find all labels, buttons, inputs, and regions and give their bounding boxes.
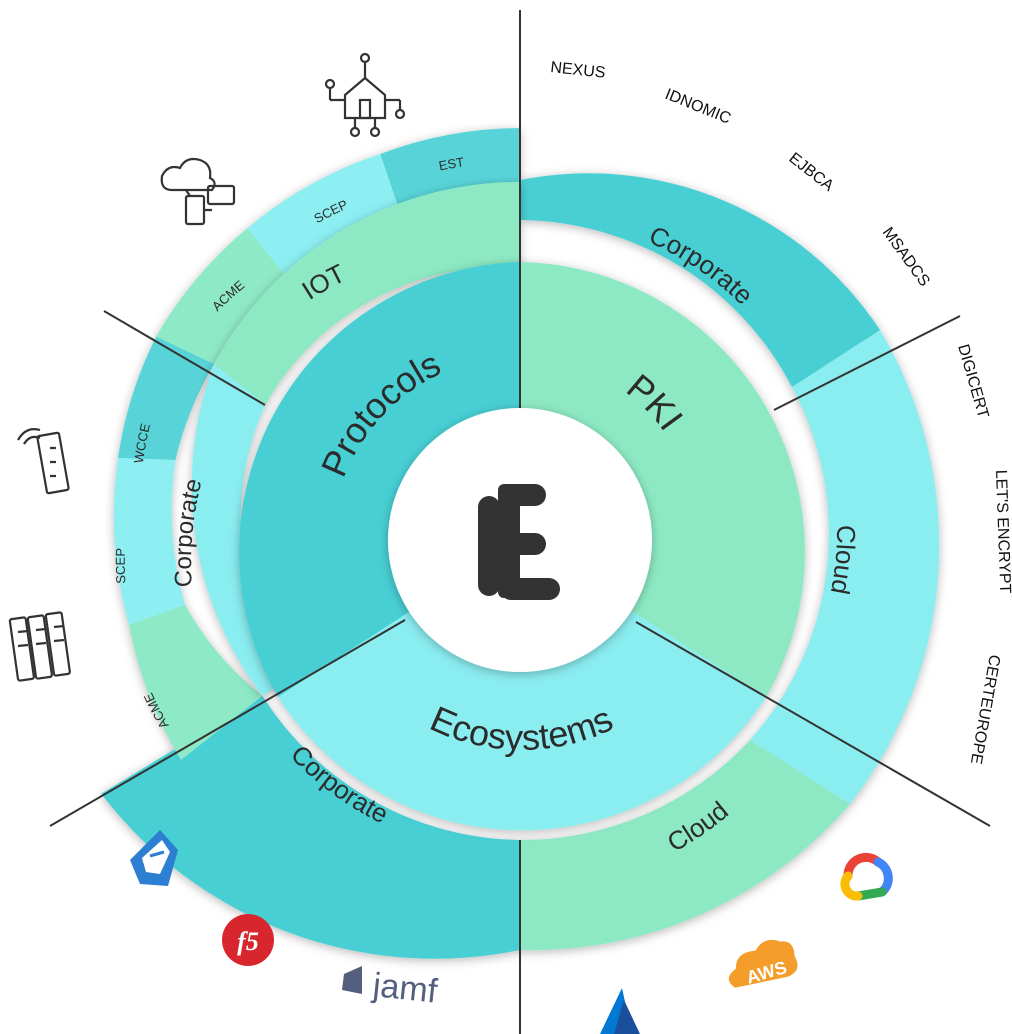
google-cloud-logo-icon[interactable] bbox=[840, 852, 893, 901]
f5-logo-icon[interactable]: f5 bbox=[222, 914, 274, 966]
segment-ecosystems[interactable] bbox=[278, 540, 766, 831]
svg-text:jamf: jamf bbox=[370, 966, 439, 1011]
e-logo-icon bbox=[478, 484, 560, 600]
segment-protocols-corporate[interactable] bbox=[191, 364, 292, 696]
aws-logo-icon[interactable]: AWS bbox=[721, 934, 800, 992]
vendor-ejbca: EJBCA bbox=[786, 150, 837, 195]
segment-pki[interactable] bbox=[520, 262, 805, 697]
segment-ecosystems-corporate[interactable] bbox=[101, 695, 520, 959]
segment-protocols-iot[interactable] bbox=[214, 181, 520, 405]
divider-lines bbox=[49, 10, 991, 1034]
vendor-nexus: NEXUS bbox=[550, 59, 607, 82]
vendor-lets-encrypt: LET'S ENCRYPT bbox=[992, 470, 1012, 594]
segment-pki-corporate[interactable] bbox=[520, 173, 880, 387]
label-scep-corp: SCEP bbox=[113, 548, 129, 584]
outer-segment-acme-iot[interactable] bbox=[156, 228, 284, 364]
svg-text:f5: f5 bbox=[237, 927, 259, 956]
server-rack-icon bbox=[8, 611, 71, 682]
outer-segment-scep-iot[interactable] bbox=[247, 154, 399, 274]
vendor-certeurope: CERTEUROPE bbox=[967, 653, 1003, 765]
outer-segment-scep-corp[interactable] bbox=[113, 458, 185, 625]
segment-protocols[interactable] bbox=[239, 262, 520, 697]
segment-pki-cloud[interactable] bbox=[750, 330, 940, 804]
vendor-digicert: DIGICERT bbox=[954, 342, 991, 420]
inner-ring bbox=[239, 262, 805, 831]
label-est: EST bbox=[437, 154, 465, 173]
azure-logo-icon[interactable] bbox=[600, 988, 640, 1034]
iot-circuit-house-icon bbox=[324, 52, 406, 138]
cloud-devices-icon bbox=[160, 157, 236, 226]
outer-segment-wcce[interactable] bbox=[118, 336, 214, 460]
middle-ring bbox=[191, 181, 520, 696]
intune-icon[interactable] bbox=[130, 830, 178, 886]
segment-ecosystems-cloud[interactable] bbox=[520, 740, 850, 951]
vendor-msadcs: MSADCS bbox=[879, 224, 933, 289]
outer-segment-est[interactable] bbox=[380, 128, 520, 220]
vendor-idnomic: IDNOMIC bbox=[663, 86, 734, 128]
wifi-router-icon bbox=[17, 428, 70, 495]
jamf-logo-icon[interactable]: jamf bbox=[342, 966, 440, 1011]
